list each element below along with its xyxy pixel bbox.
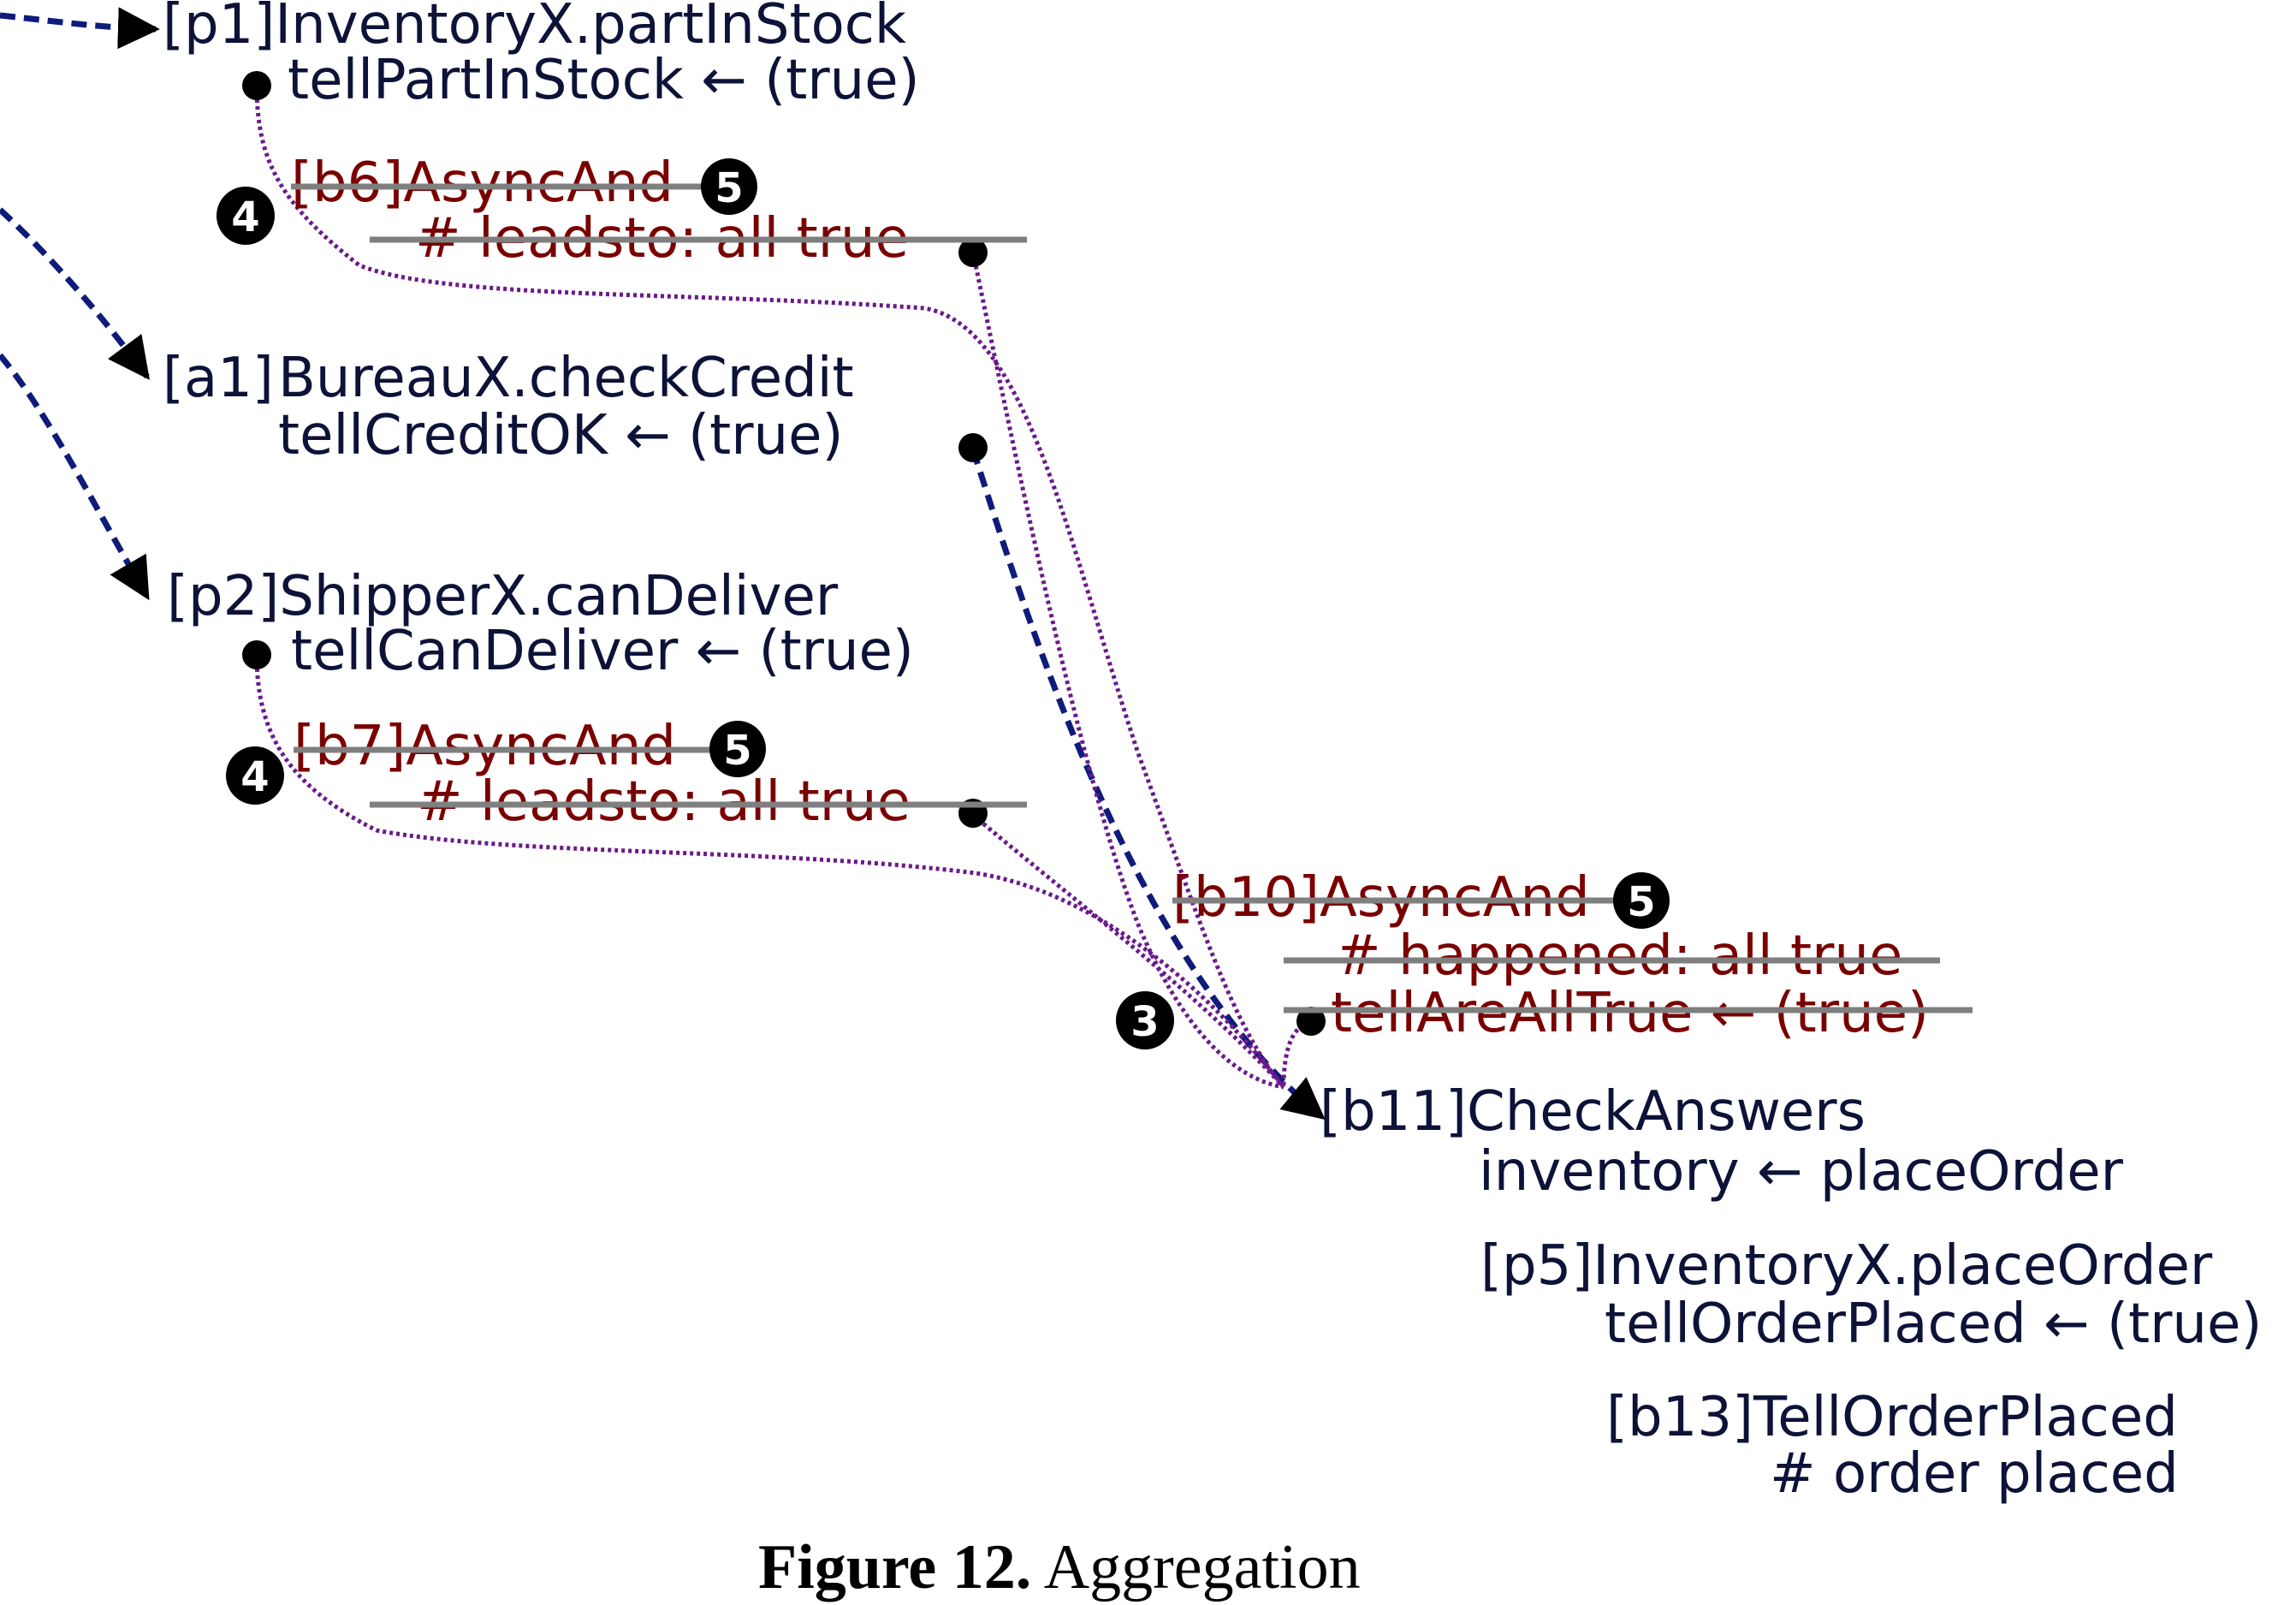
edge-b6-to-b11 <box>970 252 1284 1090</box>
svg-text:5: 5 <box>715 164 743 212</box>
p2-line2: tellCanDeliver ← (true) <box>291 620 914 683</box>
badge-b10-left: 3 <box>1116 991 1174 1049</box>
svg-text:5: 5 <box>1627 878 1655 926</box>
edge-b7-to-b11 <box>971 813 1285 1089</box>
b13-line2: # order placed <box>1770 1442 2179 1506</box>
edge-p1-to-b11 <box>254 85 1285 1089</box>
edge-into-p1 <box>0 7 160 50</box>
badge-b6-right: 5 <box>701 158 757 215</box>
b7-title: [b7]AsyncAnd <box>294 715 676 778</box>
badge-b10-right: 5 <box>1613 872 1670 929</box>
svg-text:4: 4 <box>231 193 259 241</box>
b10-line2: # happened: all true <box>1335 924 1902 988</box>
svg-text:4: 4 <box>240 753 269 801</box>
p5-title: [p5]InventoryX.placeOrder <box>1480 1234 2213 1298</box>
p5-line2: tellOrderPlaced ← (true) <box>1605 1293 2262 1356</box>
a1-title-id: [a1] <box>163 347 274 410</box>
badge-b7-right: 5 <box>709 721 766 777</box>
p1-out-dot <box>242 71 271 100</box>
caption-label: Figure 12. <box>758 1532 1031 1602</box>
a1-out-dot <box>958 433 988 462</box>
b11-title: [b11]CheckAnswers <box>1320 1080 1866 1144</box>
a1-title-name: BureauX.checkCredit <box>278 347 854 410</box>
p2-out-dot <box>242 640 271 669</box>
svg-text:5: 5 <box>723 727 751 775</box>
svg-text:3: 3 <box>1130 998 1159 1046</box>
edge-into-p2 <box>0 353 151 601</box>
edge-a1-to-b11 <box>970 448 1326 1121</box>
caption-text: Aggregation <box>1031 1532 1360 1602</box>
b6-out-dot <box>958 238 988 267</box>
b10-out-dot <box>1296 1007 1326 1036</box>
figure-caption: Figure 12. Aggregation <box>758 1532 1361 1602</box>
b13-title: [b13]TellOrderPlaced <box>1606 1386 2178 1449</box>
edge-p2-to-b11 <box>254 654 1285 1089</box>
b11-line2: inventory ← placeOrder <box>1479 1140 2124 1204</box>
p2-title: [p2]ShipperX.canDeliver <box>167 565 839 628</box>
p1-title: [p1]InventoryX.partInStock <box>163 0 906 56</box>
edge-into-a1 <box>0 207 150 380</box>
p1-line2: tellPartInStock ← (true) <box>288 49 920 112</box>
a1-line2: tellCreditOK ← (true) <box>278 404 843 467</box>
badge-b6-left: 4 <box>217 187 275 245</box>
b6-title: [b6]AsyncAnd <box>291 152 673 215</box>
badge-b7-left: 4 <box>226 746 284 805</box>
b10-line3: tellAreAllTrue ← (true) <box>1331 982 1929 1045</box>
